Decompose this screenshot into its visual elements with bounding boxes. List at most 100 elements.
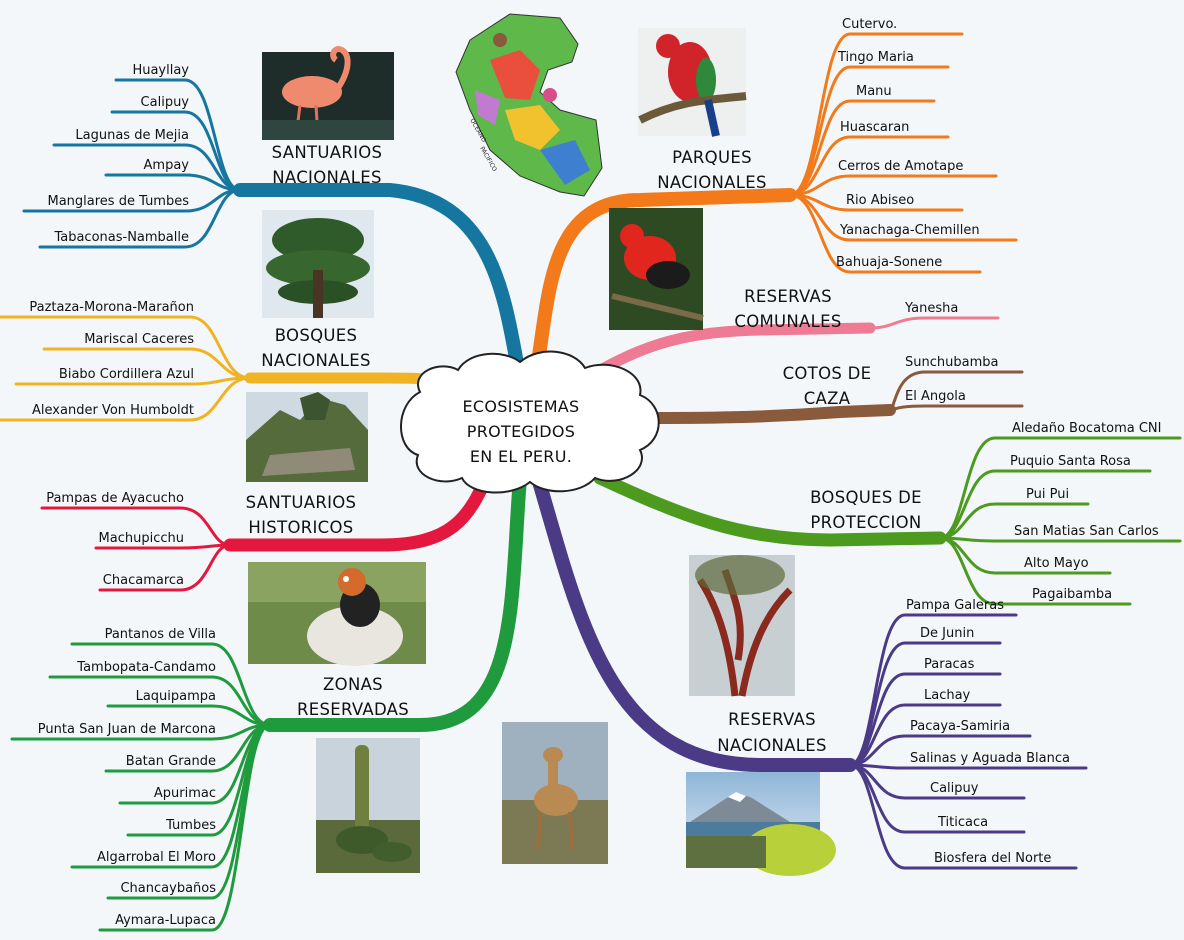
- puya-plant-photo: [316, 738, 420, 873]
- leaf-connector: [938, 502, 1090, 540]
- leaf-label-reservas-nacionales: Salinas y Aguada Blanca: [910, 751, 1070, 766]
- leaf-label-cotos-de-caza: El Angola: [905, 389, 966, 404]
- category-titles: SANTUARIOS NACIONALES BOSQUES NACIONALES…: [246, 143, 922, 755]
- leaf-connector: [848, 763, 1078, 870]
- leaf-label-bosques-de-proteccion: San Matias San Carlos: [1014, 524, 1159, 539]
- leaf-label-bosques-nacionales: Biabo Cordillera Azul: [59, 367, 194, 382]
- leaf-connector: [70, 642, 272, 727]
- leaf-label-santuarios-nacionales: Tabaconas-Namballe: [53, 230, 189, 245]
- leaf-label-bosques-nacionales: Paztaza-Morona-Marañon: [29, 300, 194, 315]
- leaf-label-reservas-nacionales: Paracas: [924, 657, 975, 672]
- title-cotos-de-caza: COTOS DE: [783, 364, 872, 383]
- leaf-label-zonas-reservadas: Punta San Juan de Marcona: [38, 722, 216, 737]
- leaf-label-zonas-reservadas: Apurimac: [154, 786, 216, 801]
- leaf-label-bosques-de-proteccion: Puquio Santa Rosa: [1010, 454, 1131, 469]
- flamingo-photo: [262, 46, 394, 140]
- leaf-label-bosques-nacionales: Mariscal Caceres: [84, 332, 194, 347]
- leaf-label-parques-nacionales: Rio Abiseo: [846, 193, 914, 208]
- leaf-label-santuarios-nacionales: Lagunas de Mejia: [75, 128, 189, 143]
- title-santuarios-historicos: HISTORICOS: [248, 518, 353, 537]
- title-bosques-de-proteccion: BOSQUES DE: [810, 488, 922, 507]
- leaf-label-zonas-reservadas: Tumbes: [165, 818, 216, 833]
- title-zonas-reservadas: RESERVADAS: [297, 700, 409, 719]
- tree-photo: [262, 210, 374, 318]
- leaf-label-santuarios-nacionales: Huayllay: [132, 63, 189, 78]
- leaf-label-reservas-comunales: Yanesha: [904, 301, 958, 316]
- leaf-label-zonas-reservadas: Chancaybaños: [120, 881, 216, 896]
- leaf-label-santuarios-historicos: Pampas de Ayacucho: [46, 491, 184, 506]
- leaf-connector: [98, 723, 272, 932]
- title-reservas-comunales: RESERVAS: [744, 287, 832, 306]
- leaf-label-parques-nacionales: Huascaran: [840, 120, 909, 135]
- leaf-label-bosques-de-proteccion: Pagaibamba: [1032, 587, 1112, 602]
- leaf-connector: [788, 99, 936, 197]
- leaf-connector: [40, 506, 232, 547]
- leaf-label-zonas-reservadas: Batan Grande: [126, 754, 216, 769]
- branch-parques-nacionales: [528, 188, 797, 387]
- leaf-label-reservas-nacionales: Pampa Galeras: [906, 598, 1004, 613]
- leaf-connector: [110, 110, 242, 192]
- leaf-connector: [938, 536, 1132, 606]
- leaf-label-bosques-nacionales: Alexander Von Humboldt: [32, 403, 194, 418]
- macaw-photo: [638, 28, 747, 137]
- leaf-label-reservas-nacionales: Calipuy: [930, 781, 979, 796]
- leaf-label-parques-nacionales: Cutervo.: [842, 17, 897, 32]
- leaf-label-santuarios-historicos: Machupicchu: [99, 531, 184, 546]
- title-santuarios-historicos: SANTUARIOS: [246, 493, 357, 512]
- leaf-label-santuarios-nacionales: Manglares de Tumbes: [48, 194, 190, 209]
- leaf-label-reservas-nacionales: De Junin: [920, 626, 974, 641]
- leaf-connector: [38, 188, 242, 249]
- leaf-label-bosques-de-proteccion: Alto Mayo: [1024, 556, 1089, 571]
- title-zonas-reservadas: ZONAS: [323, 675, 383, 694]
- leaf-connector: [888, 404, 1024, 412]
- title-santuarios-nacionales: NACIONALES: [272, 168, 381, 187]
- leaf-connector: [868, 316, 1000, 330]
- leaf-branches: [0, 32, 1182, 932]
- queñua-tree-photo: [689, 555, 795, 697]
- branch-bosques-de-proteccion: [593, 471, 947, 547]
- center-title-line: PROTEGIDOS: [467, 422, 575, 441]
- condor-photo: [248, 562, 426, 666]
- leaf-label-parques-nacionales: Yanachaga-Chemillen: [839, 223, 980, 238]
- leaf-label-zonas-reservadas: Tambopata-Candamo: [76, 660, 216, 675]
- title-bosques-nacionales: NACIONALES: [261, 351, 370, 370]
- branch-cotos-de-caza: [634, 404, 896, 424]
- center-node: ECOSISTEMAS PROTEGIDOS EN EL PERU.: [400, 350, 660, 494]
- leaf-label-santuarios-nacionales: Calipuy: [141, 95, 190, 110]
- leaf-label-parques-nacionales: Bahuaja-Sonene: [836, 255, 942, 270]
- leaf-label-reservas-nacionales: Biosfera del Norte: [934, 851, 1051, 866]
- title-reservas-comunales: COMUNALES: [734, 312, 841, 331]
- center-title-line: ECOSISTEMAS: [463, 397, 580, 416]
- leaf-label-parques-nacionales: Cerros de Amotape: [838, 159, 963, 174]
- vicuna-photo: [502, 722, 608, 864]
- branch-santuarios-nacionales: [233, 183, 527, 387]
- leaf-label-reservas-nacionales: Pacaya-Samiria: [910, 719, 1010, 734]
- leaf-label-zonas-reservadas: Algarrobal El Moro: [97, 850, 216, 865]
- leaf-connector: [98, 543, 232, 592]
- title-santuarios-nacionales: SANTUARIOS: [272, 143, 383, 162]
- leaf-connector: [0, 315, 252, 380]
- leaf-connector: [938, 469, 1152, 540]
- leaf-label-bosques-de-proteccion: Pui Pui: [1026, 487, 1069, 502]
- peru-map-icon: OCEANO PACIFICO: [455, 13, 603, 197]
- leaf-label-santuarios-historicos: Chacamarca: [103, 573, 184, 588]
- leaf-label-parques-nacionales: Manu: [856, 84, 892, 99]
- machu-picchu-photo: [246, 392, 368, 482]
- branch-zonas-reservadas: [263, 471, 527, 732]
- leaf-label-parques-nacionales: Tingo Maria: [837, 50, 914, 65]
- volcano-photo: [686, 772, 836, 876]
- title-parques-nacionales: NACIONALES: [657, 173, 766, 192]
- leaf-connector: [0, 376, 252, 422]
- branch-reservas-nacionales: [533, 478, 857, 772]
- title-bosques-nacionales: BOSQUES: [275, 326, 358, 345]
- cock-of-the-rock-photo: [609, 208, 704, 330]
- leaf-label-zonas-reservadas: Pantanos de Villa: [105, 627, 216, 642]
- center-title-line: EN EL PERU.: [470, 447, 572, 466]
- leaf-label-zonas-reservadas: Aymara-Lupaca: [115, 913, 216, 928]
- leaf-label-bosques-de-proteccion: Aledaño Bocatoma CNI: [1012, 421, 1161, 436]
- leaf-label-reservas-nacionales: Titicaca: [937, 815, 988, 830]
- title-reservas-nacionales: RESERVAS: [728, 710, 816, 729]
- leaf-label-santuarios-nacionales: Ampay: [144, 158, 190, 173]
